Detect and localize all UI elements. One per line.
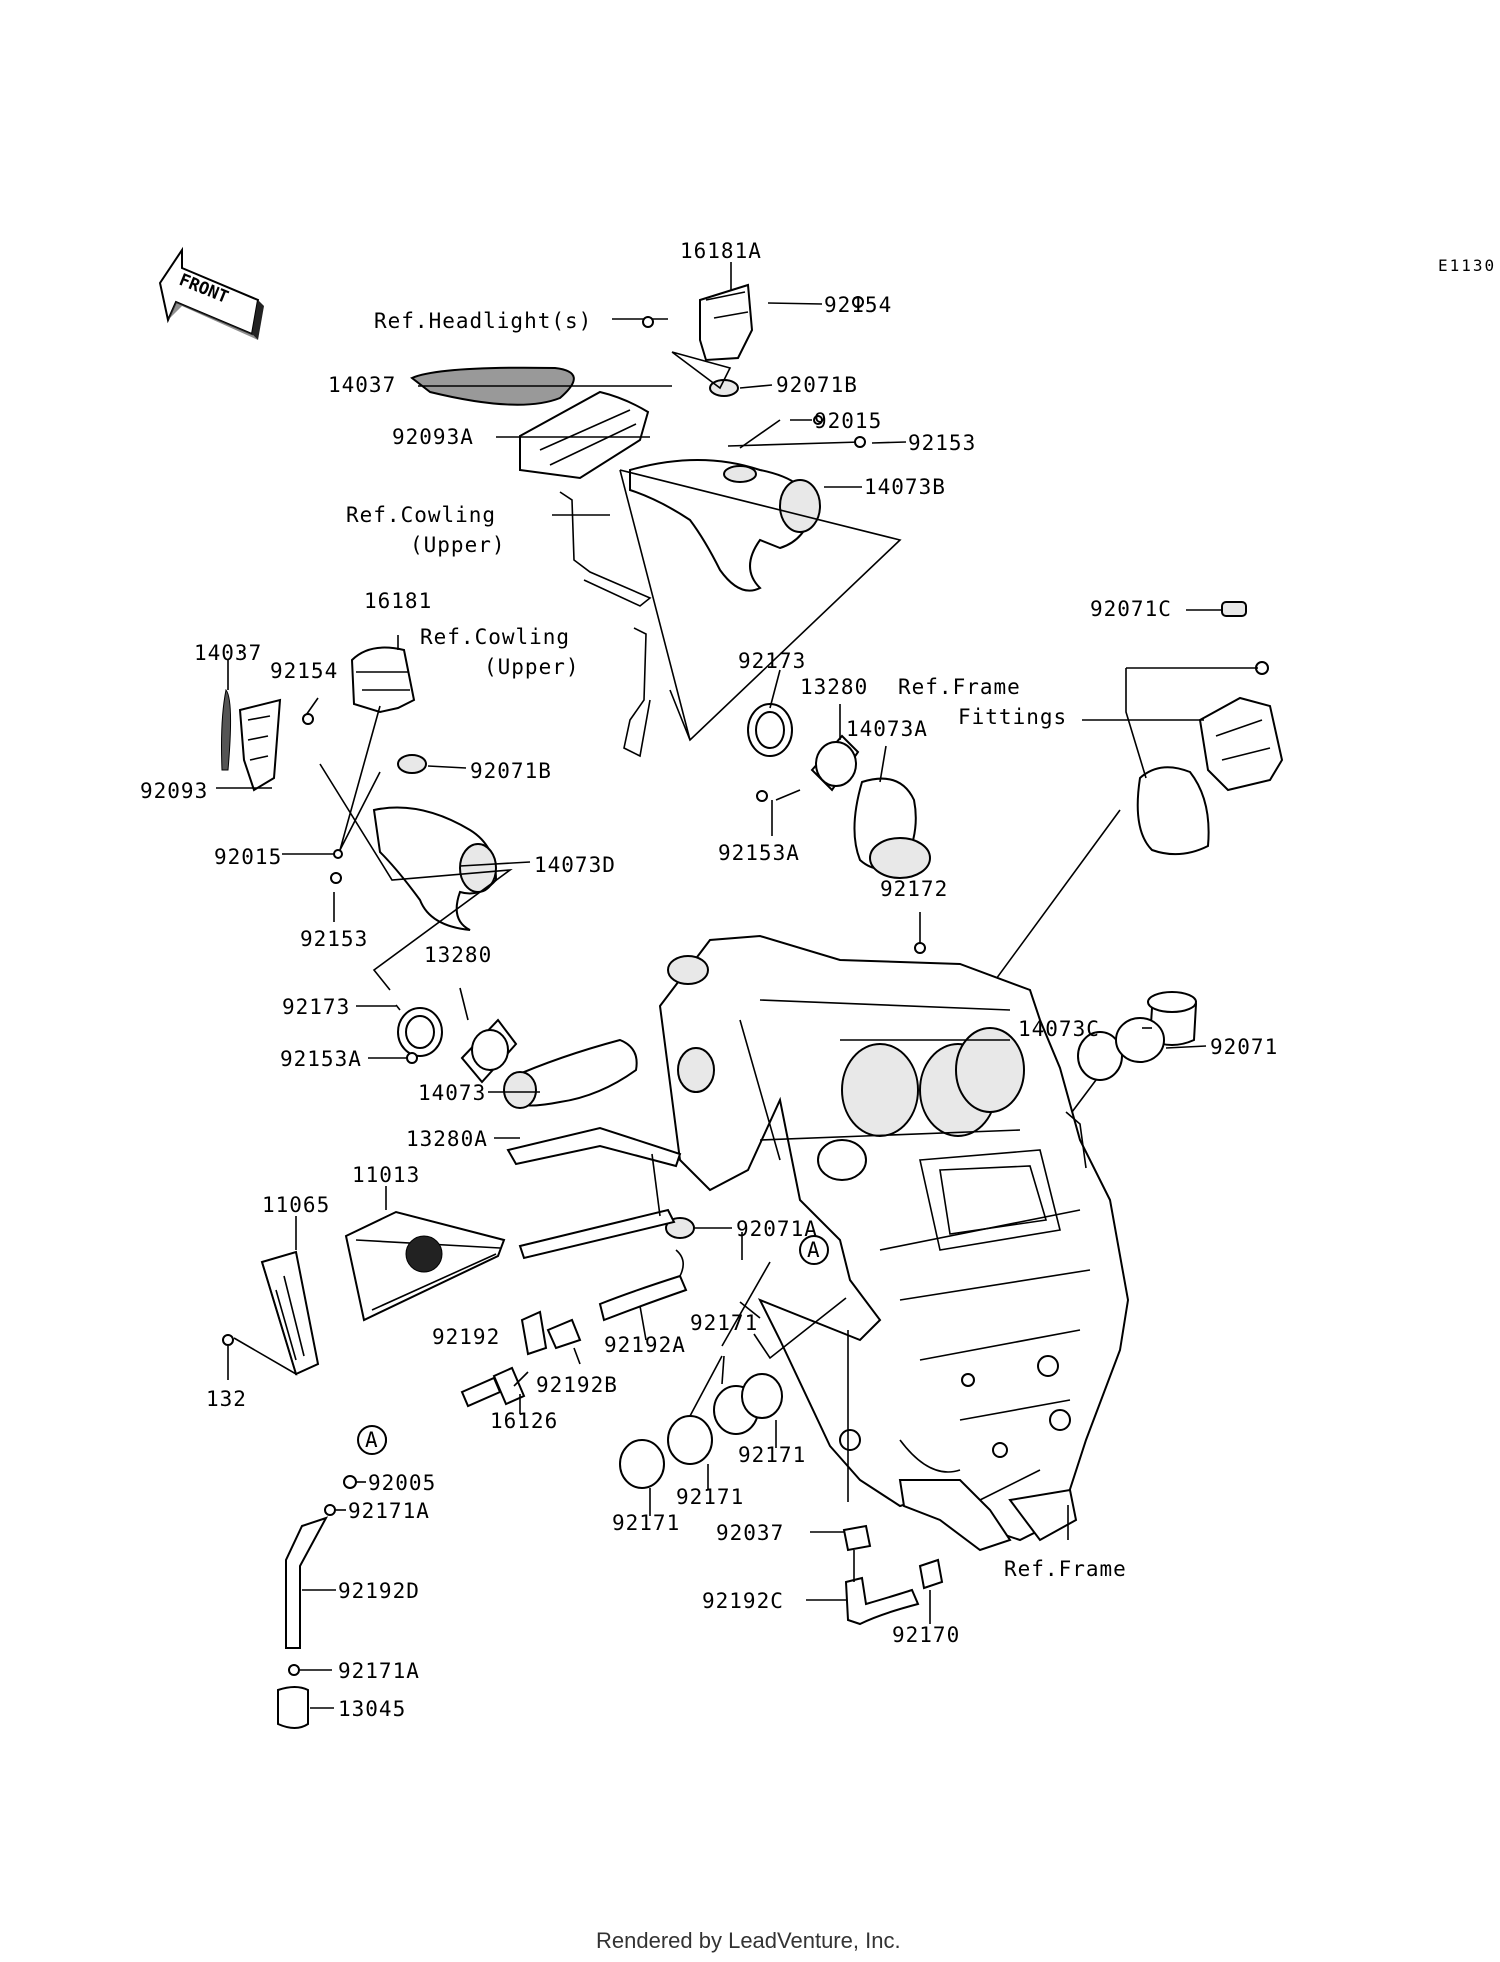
label-ref-cowling-1a: Ref.Cowling [346, 503, 496, 527]
label-14037-top: 14037 [328, 373, 396, 397]
label-16126: 16126 [490, 1409, 558, 1433]
label-92192d: 92192D [338, 1579, 420, 1603]
label-14073b: 14073B [864, 475, 946, 499]
label-92173-top: 92173 [738, 649, 806, 673]
label-92154-left: 92154 [270, 659, 338, 683]
label-92093: 92093 [140, 779, 208, 803]
label-ref-cowling-1b: (Upper) [410, 533, 506, 557]
label-92153-left: 92153 [300, 927, 368, 951]
label-92153-top: 92153 [908, 431, 976, 455]
label-ref-cowling-2b: (Upper) [484, 655, 580, 679]
lower-drain [806, 1524, 944, 1626]
label-13045: 13045 [338, 1697, 406, 1721]
top-intake-assembly [410, 262, 907, 742]
callout-circle-a-mid [799, 1235, 829, 1265]
airbox-frame [658, 934, 1130, 1552]
label-14073a: 14073A [846, 717, 928, 741]
label-92171a-bot: 92171A [338, 1659, 420, 1683]
label-92037: 92037 [716, 1521, 784, 1545]
label-ref-frame: Ref.Frame [1004, 1557, 1127, 1581]
label-92170: 92170 [892, 1623, 960, 1647]
label-13280-top: 13280 [800, 675, 868, 699]
label-92171-a: 92171 [690, 1311, 758, 1335]
label-11065: 11065 [262, 1193, 330, 1217]
label-92171-c: 92171 [676, 1485, 744, 1509]
front-arrow-icon: FRONT [158, 246, 264, 340]
label-callout-a-left: A [365, 1428, 379, 1452]
label-11013: 11013 [352, 1163, 420, 1187]
filter-assembly [222, 1126, 783, 1516]
label-92173-mid: 92173 [282, 995, 350, 1019]
callout-labels: 16181A 92154 Ref.Headlight(s) 14037 9207… [140, 239, 1278, 1721]
label-92153a-top: 92153A [718, 841, 800, 865]
label-92005: 92005 [368, 1471, 436, 1495]
label-92171-d: 92171 [612, 1511, 680, 1535]
label-92071a: 92071A [736, 1217, 818, 1241]
label-92071b-left: 92071B [470, 759, 552, 783]
label-ref-cowling-2a: Ref.Cowling [420, 625, 570, 649]
label-14073d: 14073D [534, 853, 616, 877]
label-14073c: 14073C [1018, 1017, 1100, 1041]
label-92154-top: 92154 [824, 293, 892, 317]
label-92192: 92192 [432, 1325, 500, 1349]
diagram-code: E1130 [1438, 256, 1496, 275]
label-92093a: 92093A [392, 425, 474, 449]
label-92015-left: 92015 [214, 845, 282, 869]
label-14073: 14073 [418, 1081, 486, 1105]
label-132: 132 [206, 1387, 247, 1411]
label-92171a-top: 92171A [348, 1499, 430, 1523]
label-ref-frame-fittings-a: Ref.Frame [898, 675, 1021, 699]
label-13280a: 13280A [406, 1127, 488, 1151]
label-92153a-mid: 92153A [280, 1047, 362, 1071]
label-92071c: 92071C [1090, 597, 1172, 621]
label-92192c: 92192C [702, 1589, 784, 1613]
label-92171-b: 92171 [738, 1443, 806, 1467]
label-14037-left: 14037 [194, 641, 262, 665]
label-ref-frame-fittings-b: Fittings [958, 705, 1067, 729]
label-92172: 92172 [880, 877, 948, 901]
label-ref-headlights: Ref.Headlight(s) [374, 309, 592, 333]
footer-credit: Rendered by LeadVenture, Inc. [596, 1928, 901, 1953]
label-92192a: 92192A [604, 1333, 686, 1357]
label-callout-a-mid: A [807, 1238, 821, 1262]
label-92015-top: 92015 [814, 409, 882, 433]
label-16181a: 16181A [680, 239, 762, 263]
label-92071: 92071 [1210, 1035, 1278, 1059]
label-92071b-top: 92071B [776, 373, 858, 397]
label-16181: 16181 [364, 589, 432, 613]
label-13280-mid: 13280 [424, 943, 492, 967]
left-intake-assembly [216, 627, 651, 1139]
callout-circle-a-left [357, 1425, 387, 1455]
label-92192b: 92192B [536, 1373, 618, 1397]
